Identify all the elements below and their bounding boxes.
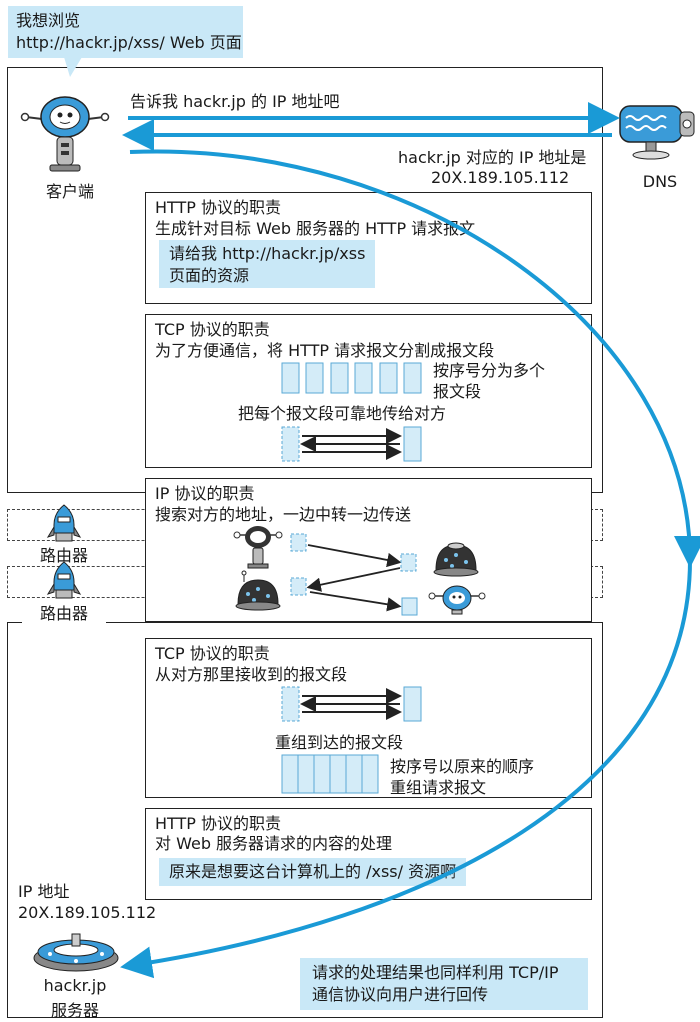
dns-label: DNS: [642, 172, 678, 191]
dns-answer-line-2: 20X.189.105.112: [431, 168, 570, 187]
router-label-2: 路由器: [22, 600, 106, 624]
tcp-client-reliable: 把每个报文段可靠地传给对方: [238, 404, 447, 423]
http-server-title: HTTP 协议的职责: [155, 814, 282, 833]
tcp-client-seq-line-1: 按序号分为多个: [433, 361, 546, 380]
result-note: [300, 958, 588, 1010]
router-icon-1: [46, 504, 82, 542]
tcp-client-desc: 为了方便通信，将 HTTP 请求报文分割成报文段: [155, 341, 495, 360]
http-server-note: 原来是想要这台计算机上的 /xss/ 资源啊: [159, 858, 467, 886]
ip-title: IP 协议的职责: [155, 484, 255, 503]
ip-packet-4: [401, 597, 418, 616]
tcp-server-order-line-1: 按序号以原来的顺序: [390, 757, 535, 776]
http-server-desc: 对 Web 服务器请求的内容的处理: [155, 834, 393, 853]
ip-robot-left-icon: [233, 526, 283, 569]
tcp-server-desc: 从对方那里接收到的报文段: [155, 665, 348, 684]
http-client-note-line-2: 页面的资源: [169, 266, 250, 285]
request-bubble: [8, 6, 243, 58]
bubble-line-1: 我想浏览: [16, 11, 81, 30]
dns-answer-line-1: hackr.jp 对应的 IP 地址是: [398, 148, 587, 167]
ip-packet-2: [400, 553, 417, 572]
ip-box: [145, 478, 592, 622]
ip-router-top-right-icon: [433, 542, 479, 577]
tcp-client-title: TCP 协议的职责: [155, 320, 270, 339]
ip-router-bottom-left-icon: [235, 570, 281, 611]
server-name-line-2: 服务器: [50, 1001, 99, 1020]
tcp-server-order-line-2: 重组请求报文: [390, 778, 487, 797]
tcp-server-reassembled-segments: [281, 754, 379, 794]
result-note-line-1: 请求的处理结果也同样利用 TCP/IP: [312, 963, 559, 982]
result-note-line-2: 通信协议向用户进行回传: [312, 985, 489, 1004]
dns-query-text: 告诉我 hackr.jp 的 IP 地址吧: [130, 92, 340, 111]
request-flow-arc: [129, 149, 700, 568]
tcp-server-recv-segment: [403, 686, 422, 722]
ip-robot-right-icon: [428, 585, 486, 615]
ip-packet-3: [290, 577, 307, 596]
server-name-line-1: hackr.jp: [43, 976, 107, 995]
tcp-server-send-segment: [281, 686, 300, 722]
tcp-server-title: TCP 协议的职责: [155, 644, 270, 663]
http-client-title: HTTP 协议的职责: [155, 198, 282, 217]
ip-arrow-1: [307, 544, 402, 568]
ip-arrow-3: [309, 591, 402, 612]
ip-arrow-2: [306, 567, 401, 592]
ip-packet-1: [290, 533, 307, 552]
client-robot-icon: [20, 96, 110, 172]
response-flow-arc: [120, 559, 692, 979]
client-label: 客户端: [45, 182, 94, 201]
bubble-tail: [64, 57, 82, 77]
tcp-client-seq-line-2: 报文段: [433, 382, 482, 401]
ip-desc: 搜索对方的地址，一边中转一边传送: [155, 505, 412, 524]
server-ip-value: 20X.189.105.112: [18, 903, 157, 922]
tcp-server-reassemble: 重组到达的报文段: [275, 733, 404, 752]
http-client-desc: 生成针对目标 Web 服务器的 HTTP 请求报文: [155, 219, 476, 238]
tcp-client-send-segment: [281, 426, 300, 462]
tcp-client-segments: [281, 362, 422, 394]
http-client-note-line-1: 请给我 http://hackr.jp/xss: [169, 244, 366, 263]
server-ip-label: IP 地址: [18, 882, 70, 901]
server-icon: [33, 933, 119, 972]
http-client-note: 请给我 http://hackr.jp/xss 页面的资源: [159, 240, 375, 288]
router-icon-2: [46, 561, 82, 599]
bubble-line-2: http://hackr.jp/xss/ Web 页面: [16, 33, 242, 52]
tcp-client-recv-segment: [403, 426, 422, 462]
dns-server-icon: [619, 105, 695, 160]
